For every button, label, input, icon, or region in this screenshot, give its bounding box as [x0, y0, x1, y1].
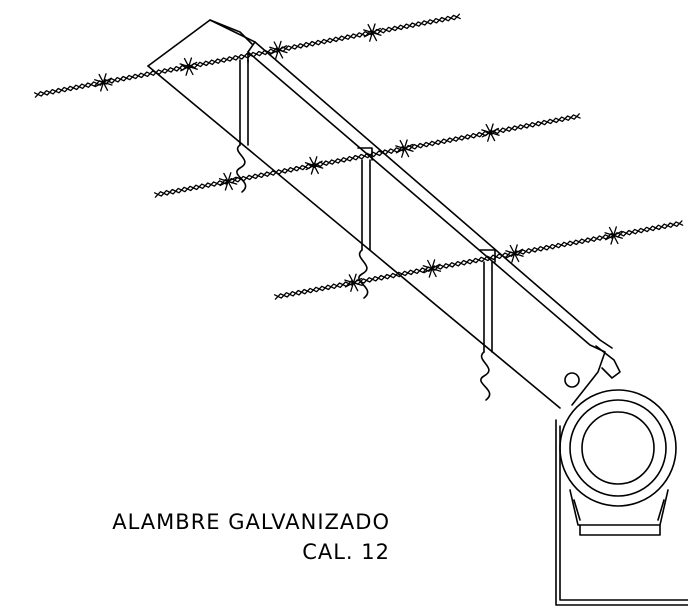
pipe-clamp [555, 389, 688, 606]
barb-icon [94, 73, 113, 92]
wire-label-line1: ALAMBRE GALVANIZADO [112, 510, 390, 534]
barb-icon [505, 244, 524, 263]
barbed-wire-middle [153, 113, 581, 198]
wire-label-line2: CAL. 12 [302, 540, 390, 564]
barb-icon [179, 57, 198, 76]
barb-icon [218, 172, 238, 191]
barb-icon [269, 40, 288, 60]
barb-icon [422, 259, 442, 278]
barb-icon [344, 273, 363, 292]
bracket-arm [147, 19, 621, 409]
tie-wires [236, 59, 493, 401]
barbed-wire-bottom [273, 220, 684, 300]
barb-icon [604, 226, 623, 245]
barb-icon [304, 156, 324, 175]
barb-icon [395, 139, 414, 158]
barbed-wire-top [33, 13, 461, 98]
barb-icon [363, 23, 382, 42]
barb-icon [481, 123, 500, 142]
bolt-hole [564, 372, 580, 388]
